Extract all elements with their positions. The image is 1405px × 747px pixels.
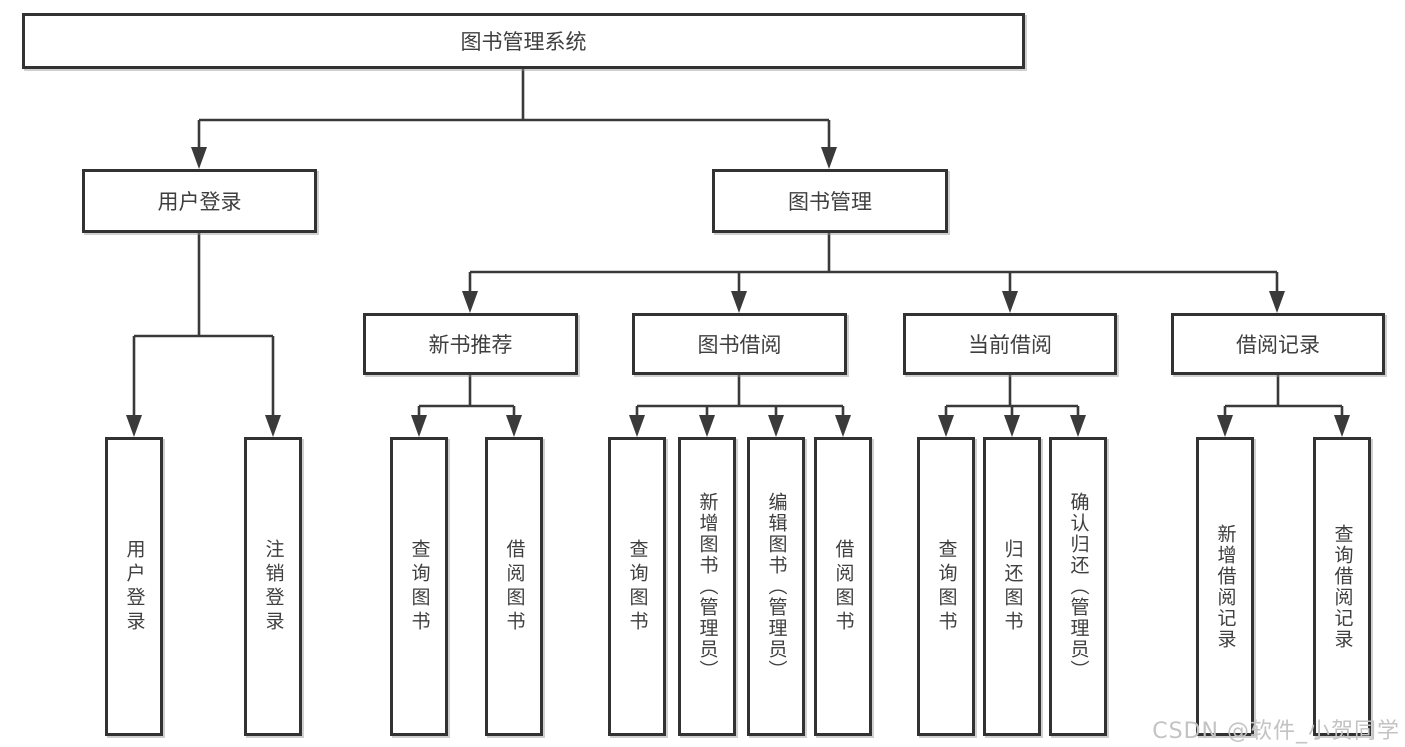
leaf-query-books-recommend: 查询图书 [390, 437, 448, 736]
leaf-query-books-borrowing: 查询图书 [608, 437, 666, 736]
csdn-watermark: CSDN @软件_小贺同学 [1152, 719, 1400, 744]
node-new-book-recommendation: 新书推荐 [363, 313, 578, 375]
leaf-logout-login: 注销登录 [244, 437, 302, 736]
node-library-management-system: 图书管理系统 [22, 13, 1025, 69]
leaf-return-book: 归还图书 [983, 437, 1041, 736]
leaf-borrow-books-borrowing: 借阅图书 [814, 437, 872, 736]
leaf-add-book-admin: 新增图书（管理员） [678, 437, 736, 736]
leaf-user-login: 用户登录 [105, 437, 163, 736]
leaf-query-books-current: 查询图书 [917, 437, 975, 736]
leaf-confirm-return-admin: 确认归还（管理员） [1049, 437, 1107, 736]
node-user-login: 用户登录 [82, 169, 317, 233]
leaf-borrow-books-recommend: 借阅图书 [485, 437, 543, 736]
node-borrowing-records: 借阅记录 [1171, 313, 1385, 375]
node-book-management: 图书管理 [712, 169, 948, 233]
leaf-edit-book-admin: 编辑图书（管理员） [747, 437, 805, 736]
leaf-add-borrow-record: 新增借阅记录 [1196, 437, 1254, 736]
node-book-borrowing: 图书借阅 [632, 313, 847, 375]
leaf-query-borrow-record: 查询借阅记录 [1313, 437, 1371, 736]
node-current-borrowing: 当前借阅 [903, 313, 1117, 375]
arrowheads [126, 147, 1350, 437]
